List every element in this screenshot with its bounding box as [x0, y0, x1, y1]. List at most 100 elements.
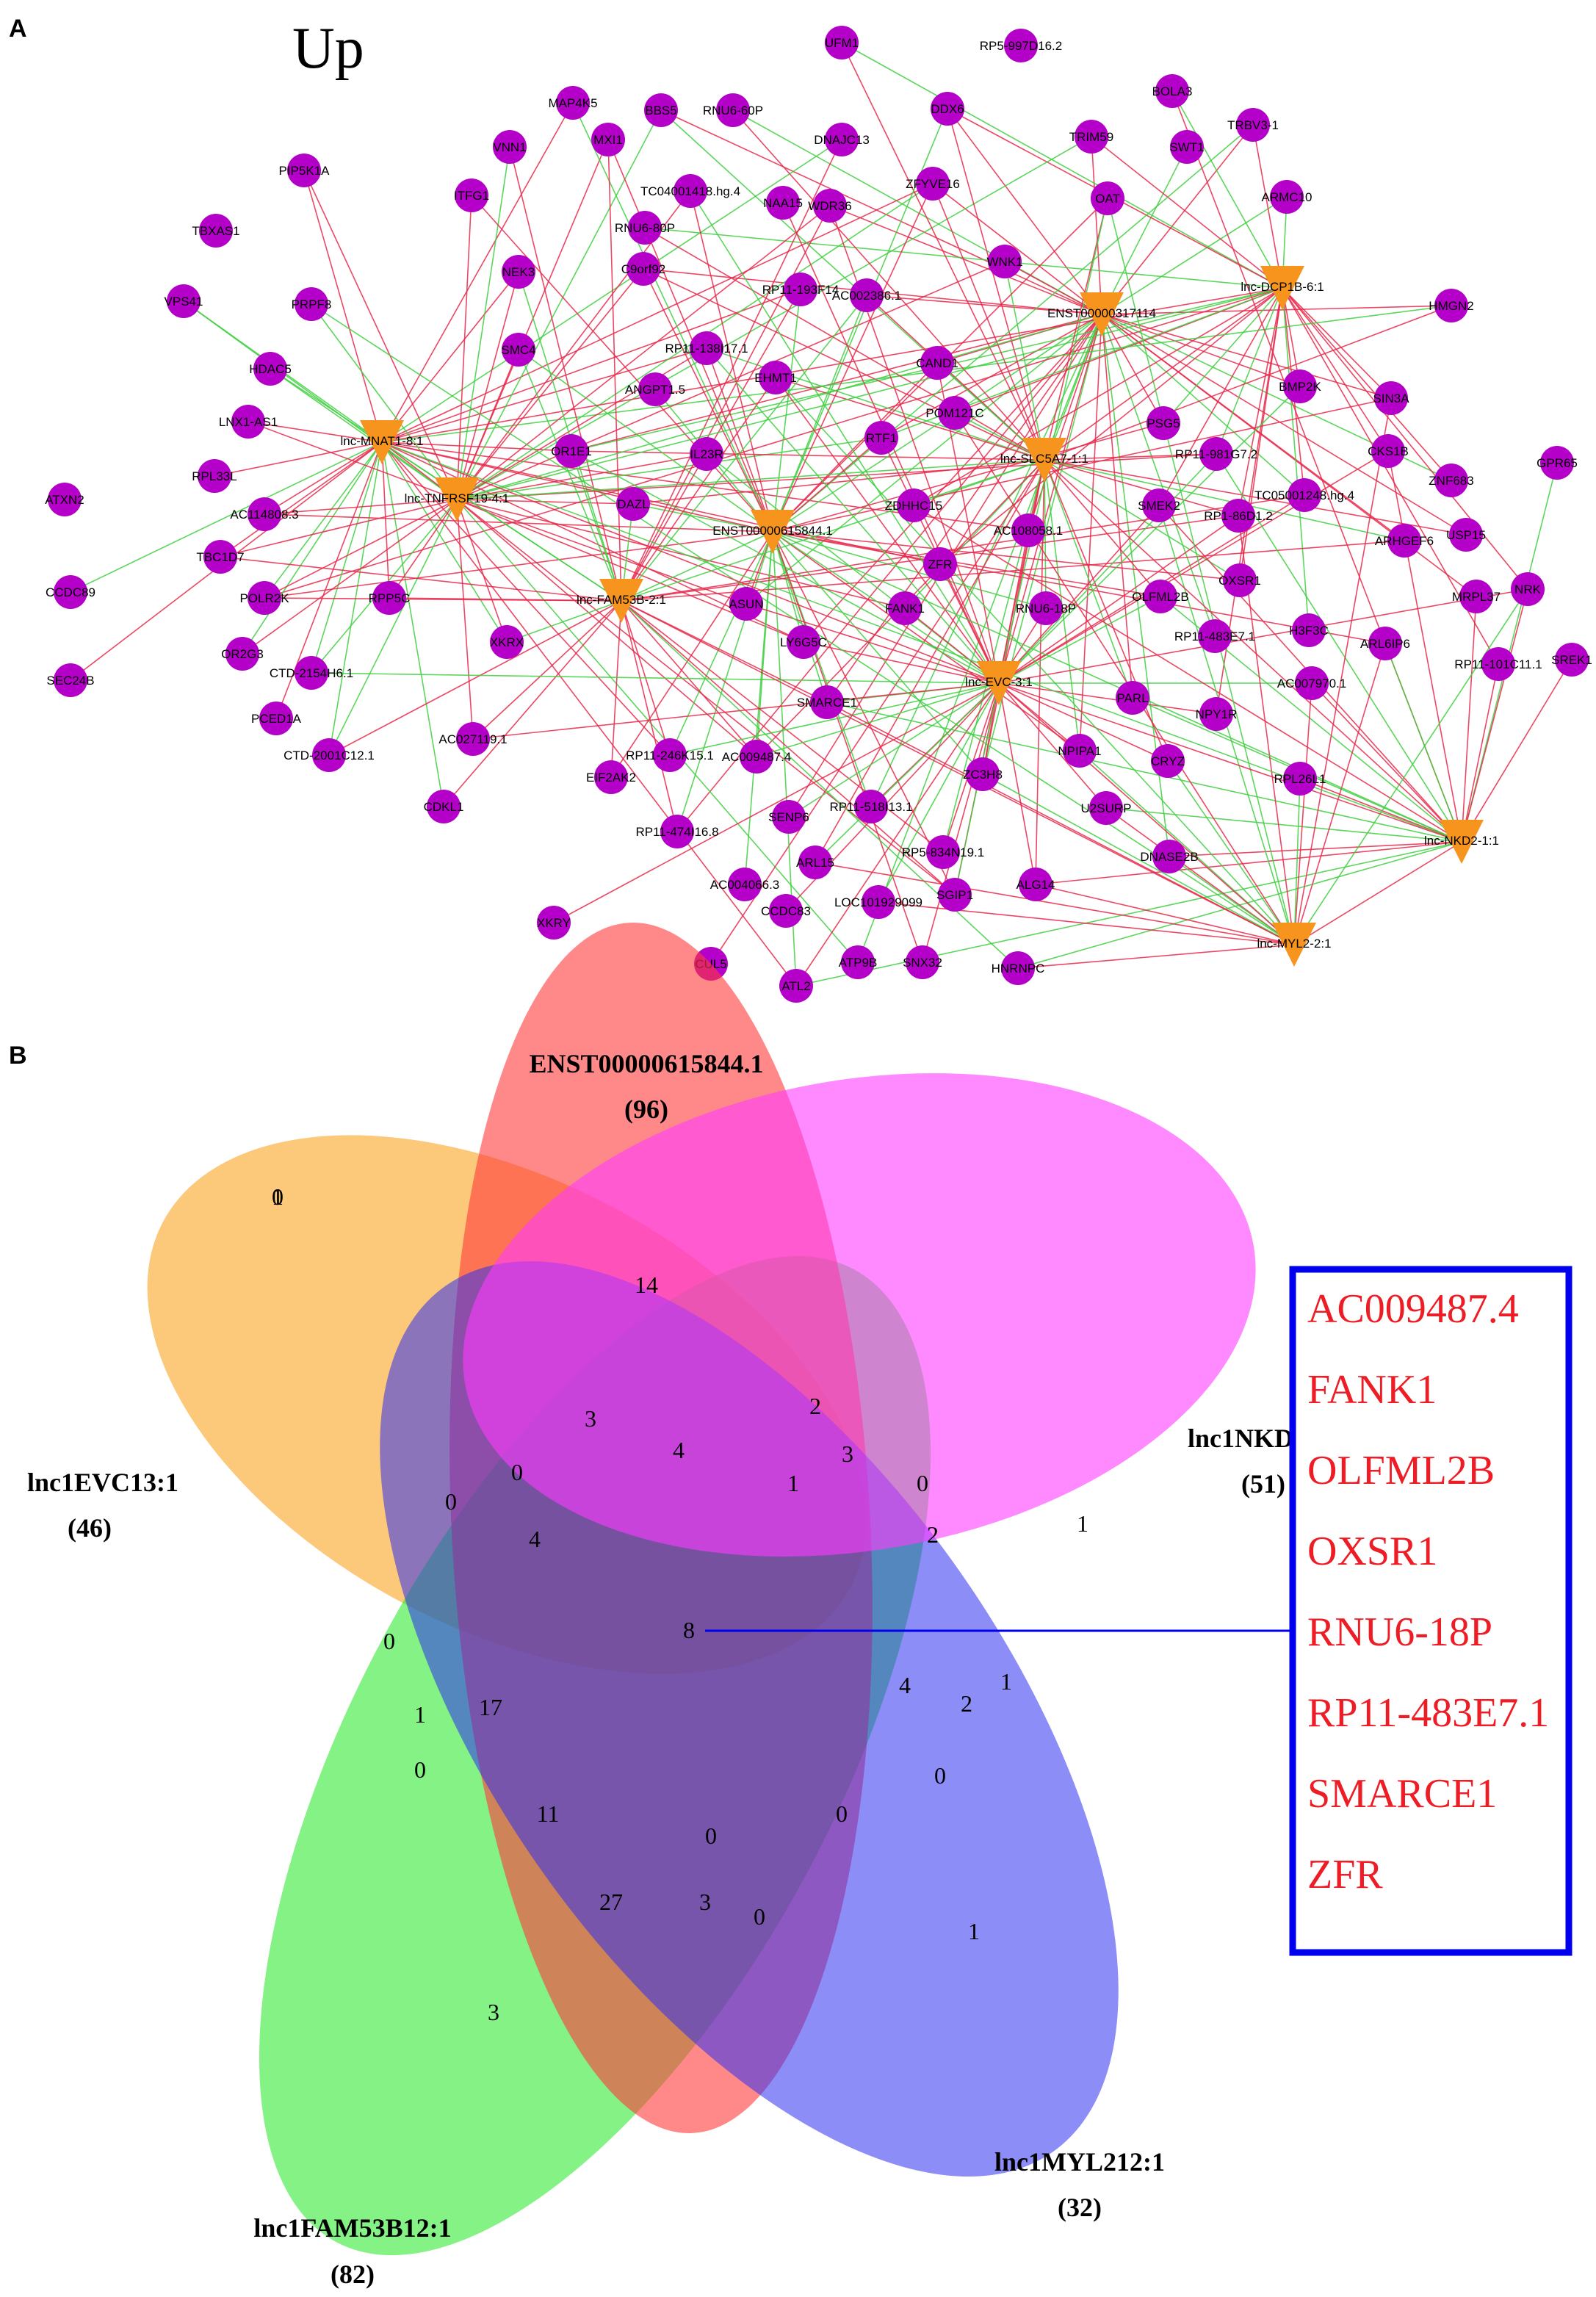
gene-node-label: TBXAS1 [192, 224, 239, 238]
network-edge [947, 108, 1102, 315]
panel-b-label: B [9, 1042, 27, 1070]
network-edge [1169, 841, 1462, 857]
gene-node-label: RP11-981G7.2 [1175, 447, 1257, 461]
gene-node-label: OXSR1 [1218, 574, 1261, 588]
gene-node: TRIM59 [1069, 120, 1113, 154]
network-edge [1017, 944, 1295, 969]
gene-node-label: ARL15 [796, 856, 834, 870]
gene-node-label: ZNF683 [1429, 474, 1473, 488]
gene-node: RP5-997D16.2 [980, 29, 1062, 62]
network-edge [643, 268, 773, 533]
gene-node-label: HDAC5 [249, 362, 292, 376]
gene-node-label: SREK1 [1551, 653, 1592, 667]
network-edge [1282, 287, 1310, 631]
network-edge [947, 108, 1045, 461]
gene-node: MAP4K5 [548, 86, 598, 120]
gene-node: ATL2 [779, 969, 813, 1003]
gene-node-label: RP11-138I17.1 [665, 342, 748, 356]
region-count: 3 [488, 1999, 499, 2025]
gene-node-circle [1199, 697, 1233, 731]
gene-node-circle [897, 488, 931, 522]
gene-node-label: ANGPT1.5 [625, 383, 685, 397]
gene-node-label: NAA15 [763, 196, 803, 210]
network-edge [643, 268, 1045, 461]
gene-node-label: PCED1A [251, 712, 302, 726]
network-edge [1044, 459, 1047, 609]
gene-node-circle [1270, 180, 1304, 214]
network-edge [1079, 314, 1102, 751]
gene-node-label: RNU6-60P [703, 104, 763, 118]
network-edge [1044, 287, 1283, 461]
gene-node: UFM1 [825, 26, 859, 60]
gene-node-label: RPP5C [369, 591, 411, 605]
network-edge [456, 499, 859, 963]
gene-node-circle [779, 969, 813, 1003]
gene-node-label: ZFYVE16 [906, 177, 960, 191]
gene-node-label: OR2G3 [221, 647, 264, 661]
network-edge [878, 682, 1000, 903]
network-edge [772, 531, 828, 703]
gene-node-label: SGIP1 [936, 888, 973, 902]
gene-node-circle [766, 186, 800, 220]
gene-node: LNX1-AS1 [219, 405, 278, 439]
lnc-node-label: lnc-EVC-3:1 [965, 675, 1033, 689]
gene-node-circle [493, 130, 527, 164]
network-edge [803, 641, 1000, 684]
network-edge [772, 124, 1254, 533]
gene-node: SIN3A [1373, 381, 1409, 415]
gene-node: MXI1 [591, 123, 625, 156]
network-edge [1044, 305, 1452, 461]
gene-node-circle [1004, 29, 1038, 62]
network-edge [621, 531, 773, 602]
network-edge [998, 682, 1169, 762]
region-count: 0 [917, 1470, 928, 1496]
region-count: 0 [836, 1800, 848, 1827]
gene-node-circle [923, 547, 957, 581]
lnc-node-triangle [1080, 292, 1124, 336]
network-edge [572, 102, 773, 533]
gene-node-label: HNRNPC [992, 962, 1045, 976]
network-edge [795, 682, 1000, 987]
network-edge [998, 453, 1217, 684]
region-count: 3 [699, 1889, 711, 1915]
network-edge [1044, 459, 1169, 762]
network-edge [311, 441, 383, 674]
gene-node-label: TRBV3-1 [1227, 118, 1279, 132]
network-edge [772, 531, 1386, 644]
network-edge [1101, 124, 1254, 315]
network-edge [1044, 459, 1161, 597]
network-edge [1101, 314, 1216, 637]
shared-gene: OLFML2B [1307, 1448, 1495, 1493]
gene-node-circle [1091, 181, 1124, 215]
network-edge [772, 531, 804, 643]
gene-node: TC05001248.hg.4 [1254, 478, 1354, 512]
network-edge [669, 682, 1000, 756]
shared-genes-box [1289, 1266, 1572, 1956]
network-edge [998, 682, 1036, 885]
gene-node: SREK1 [1551, 643, 1592, 677]
gene-node: CDKL1 [424, 790, 463, 823]
lnc-node: lnc-DCP1B-6:1 [1241, 266, 1324, 310]
gene-node-circle [231, 405, 265, 439]
network-edge [275, 441, 383, 719]
gene-node-label: LY6G5C [780, 635, 827, 649]
gene-node-label: LOC101929099 [834, 895, 922, 909]
gene-node-circle [1155, 74, 1189, 108]
gene-node: ATP9B [839, 945, 877, 979]
gene-node-circle [966, 757, 1000, 791]
gene-node-label: ARL6IP6 [1360, 637, 1410, 651]
gene-node-label: AC114808.3 [230, 508, 298, 522]
region-count: 0 [511, 1459, 523, 1485]
network-edge [1004, 261, 1102, 315]
network-edge [772, 531, 1047, 609]
gene-node-circle [864, 421, 898, 455]
gene-node-circle [931, 92, 964, 126]
network-edge [381, 102, 574, 443]
network-edge [998, 505, 1160, 684]
gene-node-circle [627, 252, 660, 286]
network-edge [381, 287, 1283, 443]
gene-node: CCDC83 [761, 894, 811, 928]
gene-node: RP5-834N19.1 [902, 835, 984, 869]
gene-node-circle [1011, 513, 1045, 547]
gene-node-circle [787, 625, 820, 659]
